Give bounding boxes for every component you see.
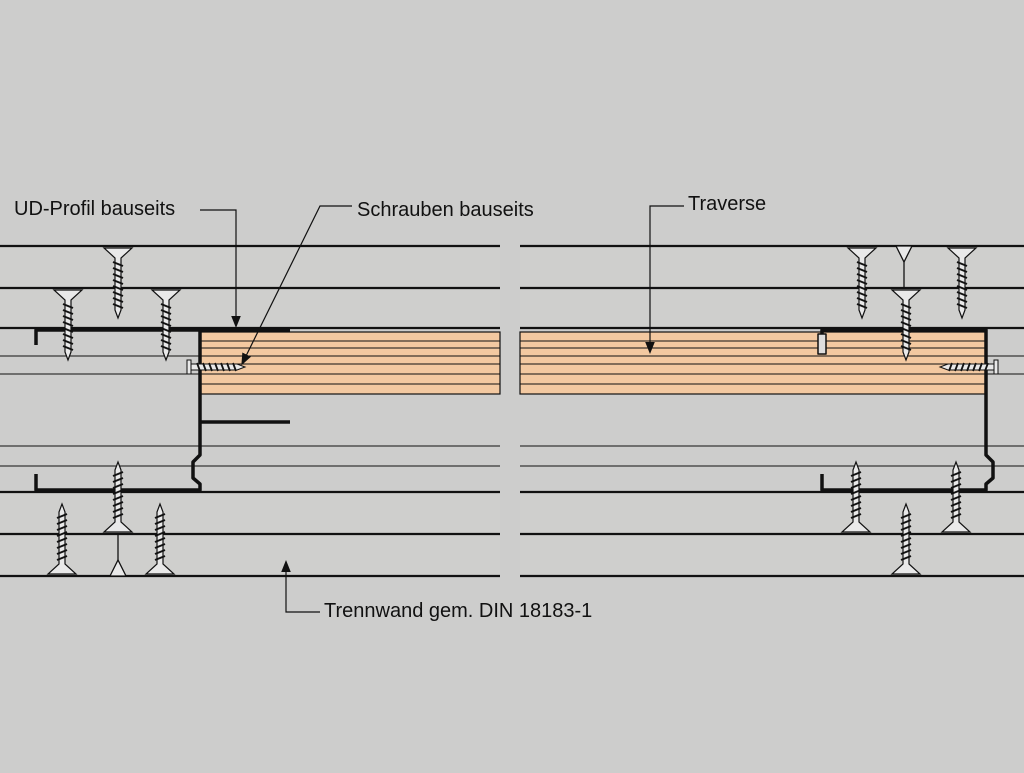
label-schrauben: Schrauben bauseits xyxy=(357,199,534,221)
leader-lines xyxy=(200,205,684,613)
board-joints xyxy=(108,245,914,577)
label-traverse: Traverse xyxy=(688,193,766,215)
label-ud-profil: UD-Profil bauseits xyxy=(14,198,175,220)
board-layers xyxy=(0,244,1024,578)
traverse-beam xyxy=(199,331,987,395)
label-trennwand: Trennwand gem. DIN 18183-1 xyxy=(324,600,592,622)
ud-profile-left xyxy=(34,328,290,492)
